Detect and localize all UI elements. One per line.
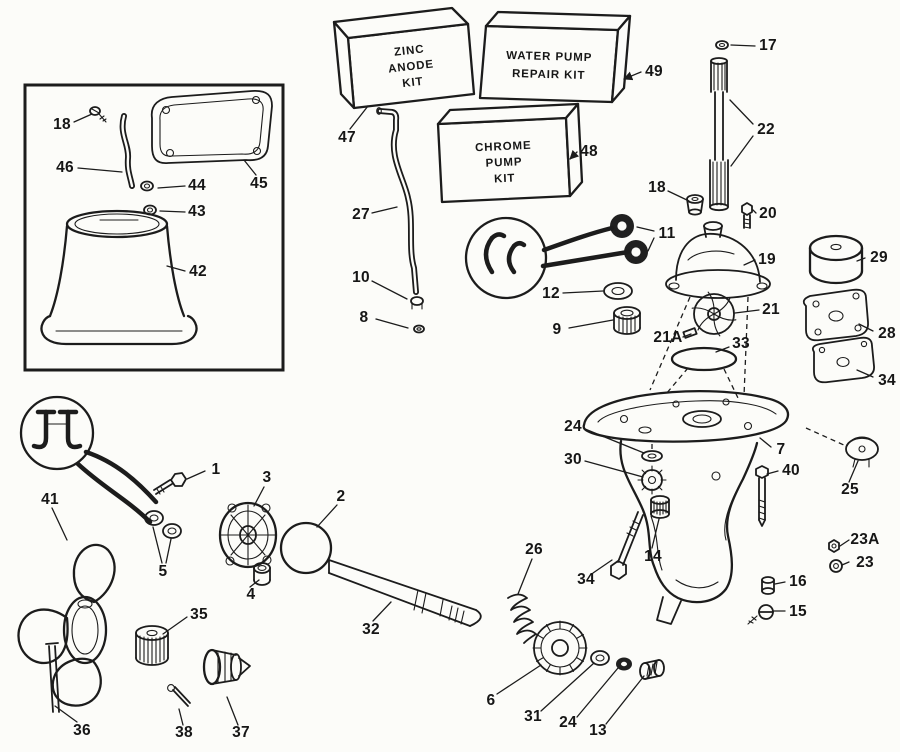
pump-plate-28-illustration	[802, 288, 869, 342]
bolt-34-left-illustration	[610, 511, 644, 580]
kit-label-zinc-line2: ANODE	[388, 58, 435, 75]
kit-label-chrome-line2: PUMP	[485, 156, 522, 170]
gear-housing-7-illustration	[582, 389, 790, 625]
kit-label-wpr-line1: WATER PUMP	[506, 50, 592, 64]
screw-15-illustration	[747, 604, 774, 625]
brand-logo-medallion	[19, 395, 95, 471]
fitting-10-illustration	[410, 296, 424, 310]
drive-bushing-35-illustration	[135, 625, 169, 666]
screw-18-inset-illustration	[89, 106, 107, 123]
leader-lines	[51, 44, 874, 726]
pump-housing-19-illustration	[665, 221, 771, 299]
bushing-13-illustration	[639, 659, 665, 680]
kit-label-zinc-line1: ZINC	[394, 43, 426, 58]
anode-25-illustration	[845, 436, 879, 468]
impeller-21-illustration	[691, 291, 737, 337]
gasket-34-right-illustration	[811, 336, 875, 384]
o-ring-33-illustration	[670, 346, 738, 372]
cotter-pin-38-illustration	[167, 684, 191, 707]
gasket-45-illustration	[150, 90, 273, 164]
kit-label-wpr-line2: REPAIR KIT	[512, 68, 586, 82]
driveshaft-22-illustration	[709, 57, 729, 212]
washer-24-top-illustration	[641, 450, 663, 462]
bearing-head-3-illustration	[218, 501, 278, 569]
water-tube-27-illustration	[376, 107, 419, 295]
kit-box-chrome-pump: CHROME PUMP KIT	[436, 102, 584, 204]
screw-20-illustration	[741, 202, 753, 229]
kit-label-zinc-line3: KIT	[402, 76, 424, 90]
pinion-14-illustration	[650, 495, 670, 519]
prop-shaft-32-illustration	[328, 559, 482, 627]
spring-26-illustration	[507, 593, 537, 644]
grommet-44-illustration	[140, 180, 154, 192]
gear-30-illustration	[637, 465, 667, 495]
bushing-4-illustration	[253, 562, 271, 586]
seal-24-bottom-illustration	[616, 657, 632, 671]
assembly-dashed-lines	[649, 296, 847, 451]
bearing-9-illustration	[613, 306, 641, 335]
detail-circle-illustration	[464, 216, 631, 300]
forward-gear-6-illustration	[532, 620, 588, 676]
kit-box-zinc-anode: ZINC ANODE KIT	[332, 6, 476, 110]
tube-housing-42-illustration	[40, 209, 198, 346]
washer-31-illustration	[590, 650, 610, 666]
washer-12-illustration	[603, 282, 633, 300]
grommet-16-illustration	[761, 576, 775, 595]
impeller-key-21a-illustration	[682, 327, 698, 339]
bolt-40-illustration	[755, 465, 769, 527]
ring-8-illustration	[413, 324, 425, 334]
washers-5-illustration	[144, 510, 182, 539]
grommet-18-illustration	[686, 194, 704, 216]
kit-label-chrome-line1: CHROME	[475, 140, 532, 154]
o-ring-2-illustration	[279, 521, 333, 575]
water-tube-46-illustration	[119, 113, 135, 189]
shear-pin-36-illustration	[45, 642, 60, 713]
propeller-41-illustration	[17, 543, 116, 707]
inset-box	[23, 83, 285, 372]
seals-11-illustration	[610, 214, 648, 264]
shift-cables-illustration	[75, 449, 159, 525]
washer-23-illustration	[829, 559, 843, 573]
nut-23a-illustration	[828, 539, 840, 553]
kit-label-chrome-line3: KIT	[494, 173, 516, 186]
pump-cup-29-illustration	[808, 234, 864, 285]
bolt-1-illustration	[153, 472, 187, 495]
kit-box-water-pump-repair: WATER PUMP REPAIR KIT	[478, 10, 632, 104]
prop-nut-37-illustration	[202, 648, 251, 686]
retaining-ring-17-illustration	[715, 40, 729, 50]
